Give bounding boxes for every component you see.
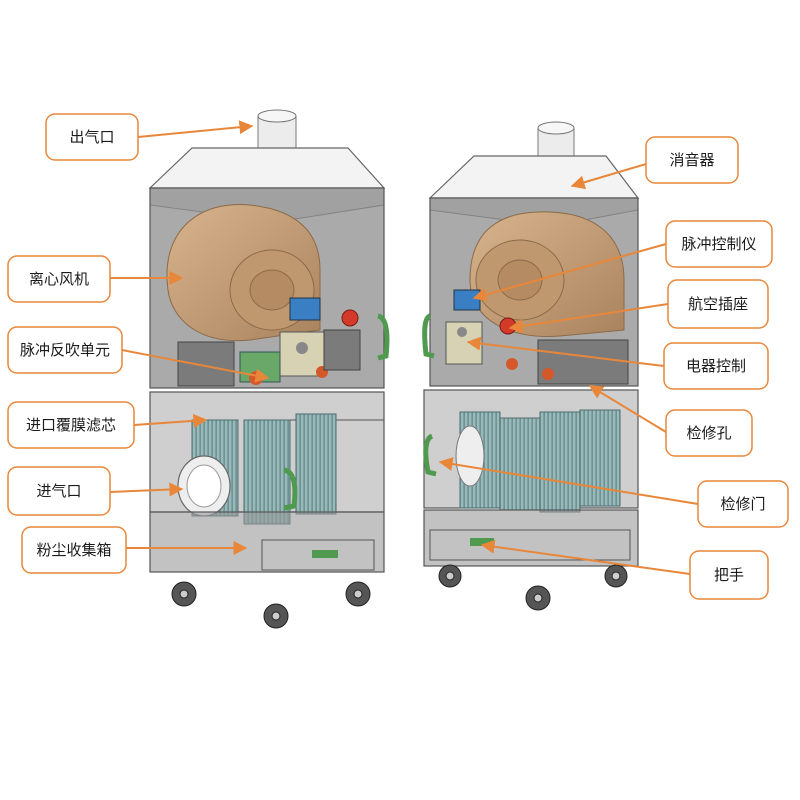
label-silencer: 消音器 [669, 151, 714, 169]
label-electric-control: 电器控制 [686, 357, 746, 375]
pulse-controller-box-right [453, 289, 481, 311]
left-machine [148, 109, 390, 629]
label-outlet: 出气口 [69, 128, 114, 146]
callout-arrows [109, 120, 699, 575]
label-inlet: 进气口 [36, 482, 81, 500]
label-aviation-socket: 航空插座 [688, 295, 748, 313]
centrifugal-fan-right [469, 211, 625, 338]
label-pulse-controller: 脉冲控制仪 [681, 235, 756, 253]
label-fan: 离心风机 [29, 270, 89, 288]
silencer-hood [428, 155, 640, 199]
label-pulse-unit: 脉冲反吹单元 [20, 341, 110, 359]
pulse-controller-box [289, 297, 321, 321]
dust-box-right [423, 509, 639, 567]
wheels [171, 581, 371, 629]
right-machine [422, 121, 640, 611]
label-handle: 把手 [714, 566, 744, 584]
aviation-socket-right [499, 317, 517, 335]
aviation-socket [341, 309, 359, 327]
hood [148, 147, 386, 189]
label-filter: 进口覆膜滤芯 [26, 416, 116, 434]
callout-label-boxes [7, 113, 789, 600]
callout-labels: 出气口 离心风机 脉冲反吹单元 进口覆膜滤芯 进气口 粉尘收集箱 消音器 脉冲控… [20, 128, 766, 584]
outlet-pipe [257, 109, 297, 153]
label-access-hole: 检修孔 [686, 424, 731, 442]
air-inlet [177, 455, 231, 517]
label-dust-box: 粉尘收集箱 [36, 541, 111, 559]
centrifugal-fan [166, 203, 321, 342]
dust-box [149, 511, 385, 573]
wheels-right [438, 564, 628, 611]
label-access-door: 检修门 [720, 495, 765, 513]
